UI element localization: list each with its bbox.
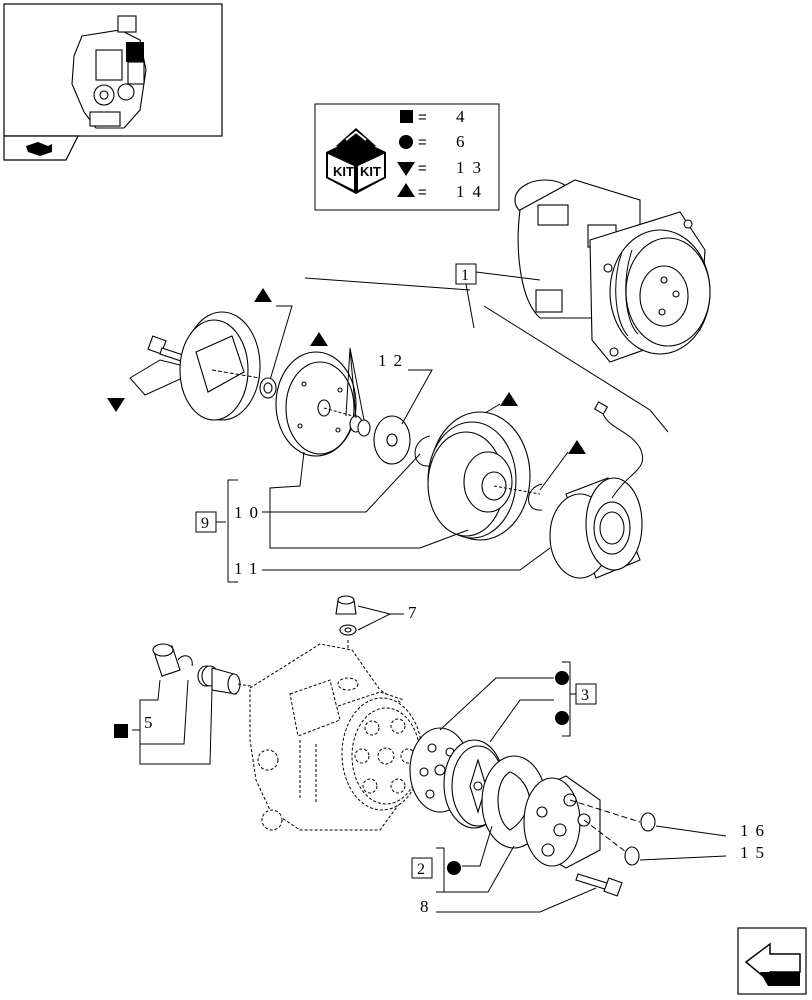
triangle-up-icon — [310, 332, 328, 346]
kit-row-circle: = 6 — [399, 132, 473, 151]
leader-shims — [345, 347, 365, 421]
book-arrow-icon[interactable] — [3, 135, 79, 161]
field-coil — [549, 401, 644, 579]
service-fittings — [152, 643, 263, 695]
shim-rings — [349, 415, 371, 437]
kit-label-right: KIT — [360, 164, 381, 179]
callout-10[interactable]: 10 — [234, 503, 265, 522]
engine-thumbnail-icon — [71, 15, 147, 129]
kit-value-square: 4 — [456, 107, 473, 126]
clutch-bolt — [147, 335, 187, 363]
triangle-down-icon — [397, 162, 415, 176]
clutch-hub-plate — [179, 311, 261, 421]
leader-5c — [139, 689, 213, 765]
kit-box-icon: KIT KIT — [326, 128, 386, 194]
callout-3[interactable]: 3 — [562, 661, 597, 737]
callout-9-group[interactable]: 9 — [195, 479, 238, 583]
circle-icon — [447, 861, 461, 875]
square-icon — [114, 724, 128, 738]
circle-icon — [555, 711, 569, 725]
leader-15 — [639, 855, 727, 861]
svg-text:=: = — [418, 134, 427, 151]
kit-row-square: = 4 — [400, 107, 473, 126]
circle-icon — [399, 135, 413, 149]
compressor-body-dashed — [249, 643, 423, 831]
long-bolt — [575, 873, 623, 897]
next-page-arrow-icon[interactable] — [737, 927, 807, 995]
callout-5[interactable]: 5 — [144, 713, 160, 732]
kit-value-circle: 6 — [456, 132, 473, 151]
leader-16 — [655, 825, 727, 837]
kit-value-triangle-up: 14 — [456, 182, 489, 201]
triangle-up-icon — [254, 288, 272, 302]
square-icon — [400, 110, 413, 123]
leader-11 — [262, 547, 551, 571]
kit-row-triangle-down: = 13 — [397, 158, 489, 177]
svg-text:2: 2 — [417, 861, 425, 878]
snap-ring — [414, 435, 431, 467]
callout-16[interactable]: 16 — [740, 821, 771, 840]
leader-10a — [262, 451, 305, 513]
triangle-up-icon — [500, 392, 518, 406]
leader-3b — [489, 699, 554, 743]
leader-7 — [357, 605, 404, 631]
callout-8[interactable]: 8 — [420, 897, 436, 916]
leader-spacer — [269, 305, 293, 381]
callout-2[interactable]: 2 — [411, 847, 445, 893]
leader-5a — [132, 679, 161, 731]
leader-2b — [462, 825, 493, 867]
kit-legend: KIT KIT = 4 = 6 = 13 = 14 — [314, 103, 500, 211]
leader-3a — [439, 677, 554, 731]
circle-icon — [555, 671, 569, 685]
envelope-line-top — [304, 277, 471, 291]
svg-text:9: 9 — [201, 515, 209, 532]
triangle-up-icon — [397, 183, 415, 197]
leader-10b — [270, 453, 421, 513]
snap-ring-2 — [528, 483, 543, 511]
triangle-down-icon — [107, 398, 125, 412]
leader-5b — [139, 679, 189, 745]
svg-text:=: = — [418, 184, 427, 201]
svg-text:1: 1 — [461, 267, 469, 284]
leader-snap-ring-2 — [539, 451, 569, 491]
callout-11[interactable]: 11 — [234, 559, 264, 578]
spacer-washer — [259, 377, 277, 399]
thrust-washer — [373, 415, 411, 465]
leader-8 — [436, 887, 597, 913]
leader-2 — [444, 845, 515, 893]
kit-value-triangle-down: 13 — [456, 158, 489, 177]
leader-10c — [269, 512, 469, 549]
callout-15[interactable]: 15 — [740, 843, 771, 862]
envelope-line-right — [483, 305, 669, 433]
leader-12 — [401, 369, 433, 425]
compressor-assembly — [514, 179, 711, 363]
callout-1[interactable]: 1 — [455, 263, 541, 329]
callout-12[interactable]: 12 — [378, 351, 409, 370]
svg-text:3: 3 — [581, 687, 589, 704]
o-ring-16 — [640, 812, 656, 832]
svg-text:=: = — [418, 160, 427, 177]
kit-label-left: KIT — [333, 164, 354, 179]
thumbnail-frame[interactable] — [3, 3, 223, 137]
drain-plug — [335, 595, 357, 636]
svg-text:=: = — [418, 109, 427, 126]
o-ring-15 — [624, 846, 640, 866]
clutch-pulley — [427, 411, 541, 541]
triangle-up-icon — [568, 440, 586, 454]
cylinder-head — [523, 775, 641, 869]
kit-row-triangle-up: = 14 — [397, 182, 489, 201]
armature-plate — [275, 351, 361, 457]
callout-7[interactable]: 7 — [408, 603, 424, 622]
